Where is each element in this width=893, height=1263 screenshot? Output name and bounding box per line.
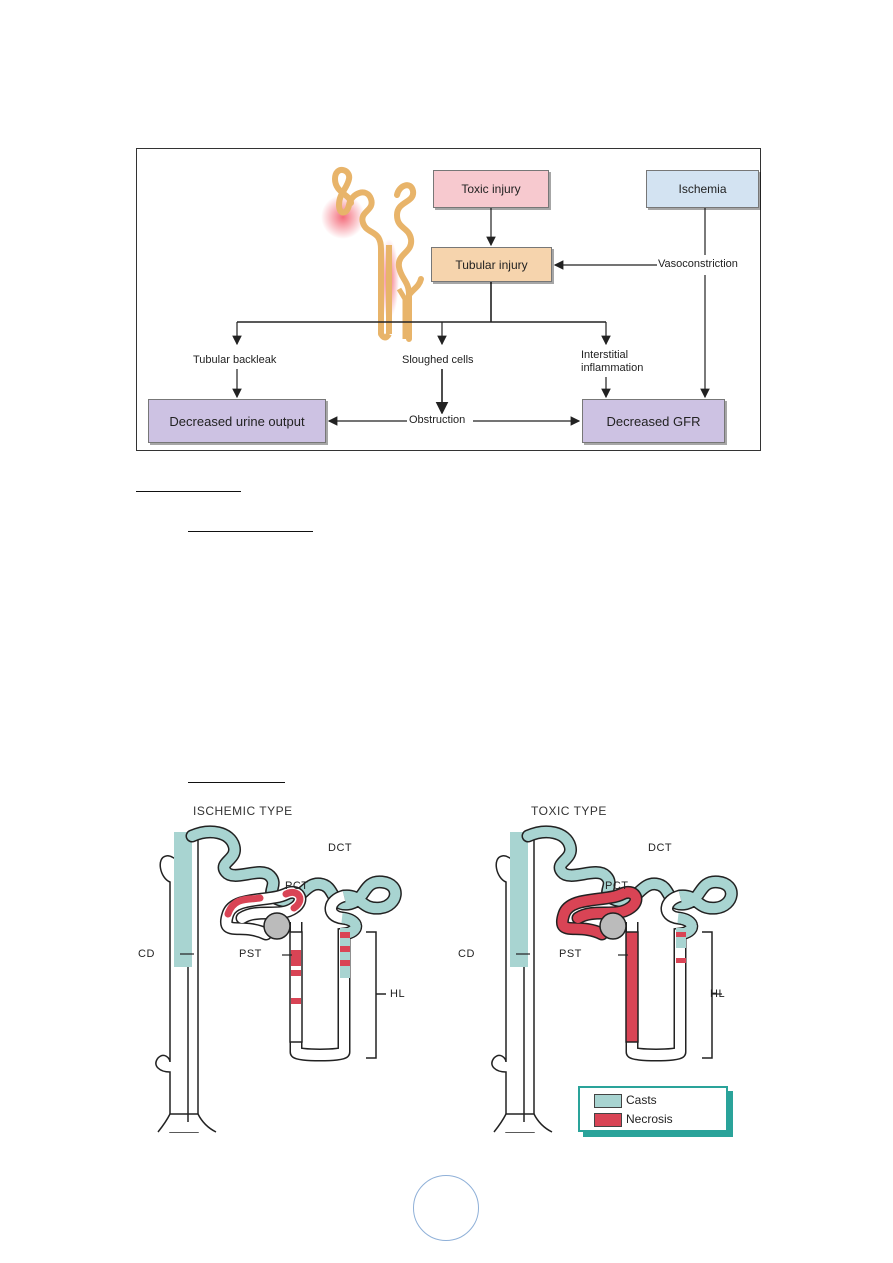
casts-swatch <box>594 1094 622 1108</box>
nephron-illustration <box>321 167 424 342</box>
flowchart-connectors <box>232 167 710 426</box>
toxic-pst-label: PST <box>559 948 582 960</box>
interstitial-label-line1: Interstitial <box>581 349 629 361</box>
subheading-underline-2 <box>188 782 285 783</box>
ischemic-hl-label: HL <box>390 988 406 1000</box>
toxic-dct-label: DCT <box>648 842 673 854</box>
vasoconstriction-label: Vasoconstriction <box>658 258 738 270</box>
page-number-circle <box>413 1175 479 1241</box>
toxic-hl-label: HL <box>710 988 726 1000</box>
sloughed-cells-label: Sloughed cells <box>402 354 474 366</box>
ischemic-dct-label: DCT <box>328 842 353 854</box>
obstruction-label: Obstruction <box>409 414 466 426</box>
ischemic-pct-label: PCT <box>285 880 309 892</box>
toxic-injury-box: Toxic injury <box>433 170 549 208</box>
section-heading-underline <box>136 491 241 492</box>
legend: Casts Necrosis <box>578 1086 728 1132</box>
ischemic-cd-label: CD <box>138 948 155 960</box>
subheading-underline <box>188 531 313 532</box>
tubular-injury-box: Tubular injury <box>431 247 552 282</box>
toxic-nephron <box>491 825 738 1133</box>
decreased-gfr-box: Decreased GFR <box>582 399 725 443</box>
legend-necrosis-label: Necrosis <box>626 1112 673 1126</box>
necrosis-swatch <box>594 1113 622 1127</box>
ischemia-box: Ischemia <box>646 170 759 208</box>
toxic-type-title: TOXIC TYPE <box>531 804 607 818</box>
pathogenesis-flowchart: Toxic injury Ischemia Tubular injury Vas… <box>136 148 761 451</box>
toxic-pct-label: PCT <box>605 880 629 892</box>
legend-casts-label: Casts <box>626 1093 657 1107</box>
ischemic-type-title: ISCHEMIC TYPE <box>193 804 293 818</box>
ischemic-nephron <box>155 825 402 1133</box>
tubular-backleak-label: Tubular backleak <box>193 354 277 366</box>
decreased-urine-output-box: Decreased urine output <box>148 399 326 443</box>
nephron-diagrams <box>155 825 738 1133</box>
ischemic-pst-label: PST <box>239 948 262 960</box>
toxic-cd-label: CD <box>458 948 475 960</box>
interstitial-label-line2: inflammation <box>581 362 644 374</box>
